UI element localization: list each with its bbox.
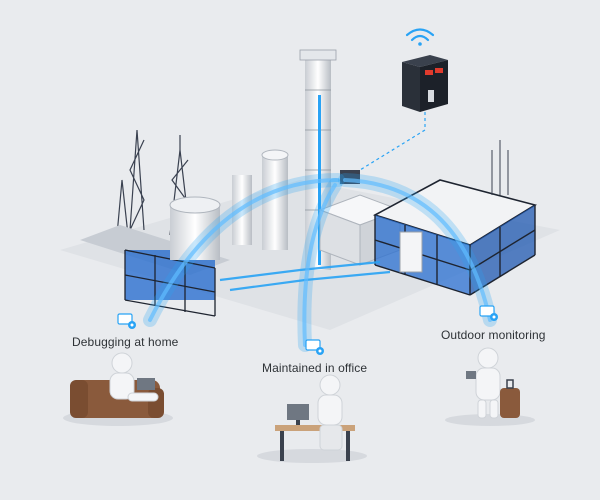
- wifi-icon: [405, 28, 435, 46]
- scenario-label-office: Maintained in office: [262, 361, 368, 375]
- scenario-label-home: Debugging at home: [72, 335, 179, 349]
- scenario-label-outdoor: Outdoor monitoring: [441, 328, 546, 342]
- gear-monitor-icon-office: [305, 339, 324, 355]
- device-link: [359, 112, 426, 171]
- iot-router-device: [402, 55, 448, 112]
- signal-beams: [143, 173, 497, 352]
- right-structure: [372, 140, 538, 296]
- home-scene: [63, 352, 173, 426]
- gear-monitor-icon-outdoor: [479, 305, 498, 321]
- outdoor-scene: [445, 347, 535, 426]
- office-scene: [257, 374, 367, 463]
- gear-monitor-icon-home: [117, 313, 136, 329]
